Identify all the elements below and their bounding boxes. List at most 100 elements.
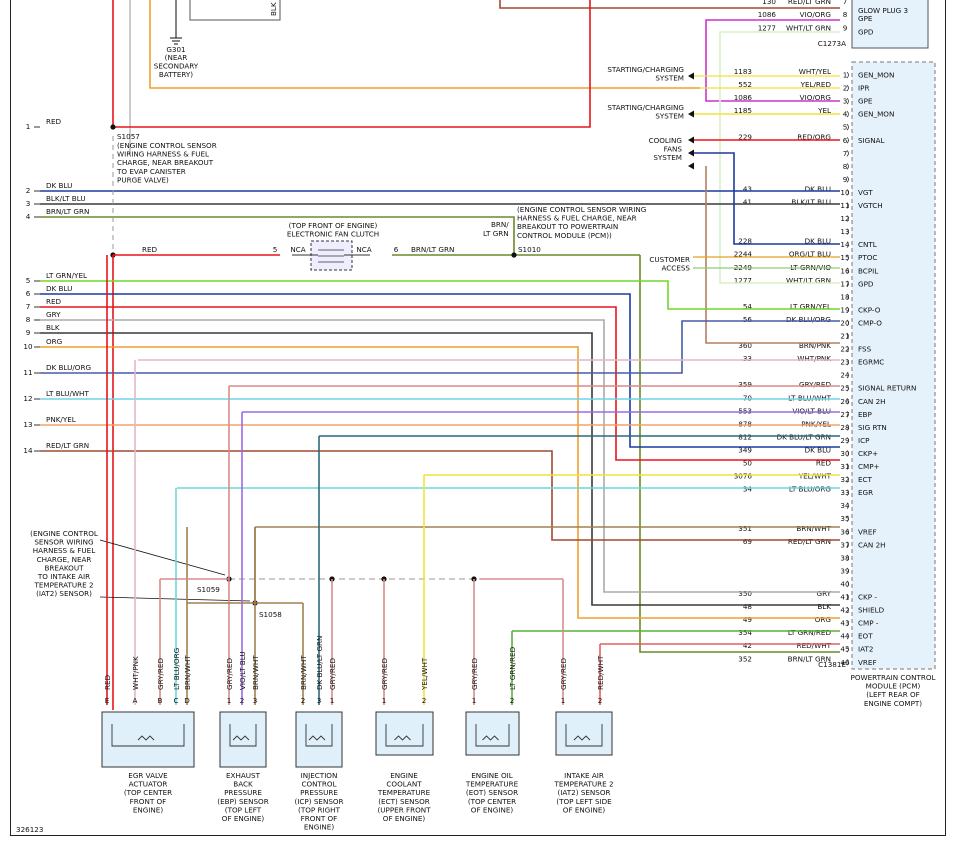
pcm-circuit-number: 553 — [738, 406, 752, 415]
figure-id: 326123 — [16, 825, 43, 834]
pcm-pin-number: 24 — [840, 371, 850, 380]
pcm-circuit-number: 49 — [743, 615, 753, 624]
pin-terminal — [846, 280, 849, 288]
pcm-pin-number: 30 — [840, 449, 850, 458]
pcm-pin-function: ECT — [858, 475, 873, 484]
pin-terminal — [846, 110, 849, 118]
pcm-circuit-number: 350 — [738, 589, 752, 598]
pcm-wire-color: DK BLU — [805, 237, 831, 246]
sensor-name: ENGINE OIL — [471, 771, 513, 780]
pcm-wire-color: YEL — [817, 106, 831, 115]
iat2-splice-desc: (ENGINE CONTROL — [30, 529, 98, 538]
arrow-icon — [688, 149, 694, 157]
ltgrn-label: LT GRN — [483, 229, 509, 238]
pcm-pin-function: GEN_MON — [858, 71, 894, 80]
ground-id: G301 — [166, 45, 185, 54]
pcm-pin-number: 4 — [843, 110, 848, 119]
pcm-circuit-number: 878 — [738, 419, 752, 428]
s1010-id: S1010 — [518, 245, 541, 254]
sensor-wire-label: YEL/WHT — [420, 657, 429, 691]
sensor-wire-label: BRN/WHT — [299, 655, 308, 690]
pin-number: 9 — [843, 23, 848, 32]
pin-terminal — [846, 371, 849, 379]
pcm-pin-function: SHIELD — [858, 606, 885, 615]
left-wire-label: DK BLU/ORG — [46, 363, 91, 372]
pcm-circuit-number: 359 — [738, 380, 752, 389]
pcm-wire-color: VIO/LT BLU — [792, 406, 831, 415]
pin-terminal — [846, 632, 849, 640]
pcm-wire-color: BLK/LT BLU — [791, 198, 831, 207]
wire-brn-pnk-22 — [705, 166, 840, 344]
left-wire-number: 2 — [26, 186, 31, 195]
pin-terminal — [846, 580, 849, 588]
pin-terminal — [846, 593, 849, 601]
pcm-pin-function: CMP-O — [858, 318, 882, 327]
pin-terminal — [846, 215, 849, 222]
nca-left: NCA — [290, 245, 305, 254]
resistor-icon — [308, 735, 326, 741]
wire-dk-blu-org-20 — [40, 320, 840, 374]
sensor-name: (TOP LEFT SIDE — [556, 797, 612, 806]
pcm-pin-function: SIGNAL — [858, 136, 885, 145]
sensor-body — [101, 711, 195, 768]
pcm-pin-number: 23 — [840, 358, 849, 367]
s1059-id: S1059 — [197, 585, 220, 594]
pcm-wire-color: WHT/PNK — [797, 354, 831, 363]
pcm-circuit-number: 2249 — [734, 263, 753, 272]
pcm-pin-function: CAN 2H — [858, 540, 886, 549]
pin-terminal — [846, 123, 849, 131]
sensor-pin: 2 — [510, 696, 515, 705]
pin-terminal — [846, 202, 849, 209]
pcm-wire-color: LT GRN/VIO — [790, 263, 831, 272]
pcm-pin-function: FSS — [858, 345, 872, 354]
pcm-connector-body — [851, 61, 936, 670]
sensor-element — [111, 724, 185, 747]
brn-label: BRN/ — [491, 220, 509, 229]
left-wire-number: 9 — [26, 328, 31, 337]
pcm-circuit-number: 41 — [743, 198, 752, 207]
fan-brn-label: BRN/LT GRN — [411, 245, 454, 254]
pcm-pin-number: 32 — [840, 475, 849, 484]
left-wire-label: DK BLU — [46, 181, 72, 190]
left-wire-number: 6 — [26, 289, 31, 298]
sensor-name: TEMPERATURE — [377, 788, 431, 797]
s1057-desc: (ENGINE CONTROL SENSOR — [117, 141, 217, 150]
pin-terminal — [846, 345, 849, 353]
pcm-pin-number: 17 — [840, 279, 849, 288]
pcm-circuit-number: 56 — [743, 315, 753, 324]
pin-terminal — [846, 476, 849, 483]
pcm-pin-number: 45 — [840, 645, 849, 654]
sensor-pin: E — [105, 696, 110, 705]
pcm-pin-number: 16 — [840, 266, 850, 275]
pcm-wire-color: RED/ORG — [797, 132, 831, 141]
pcm-pin-function: CMP - — [858, 619, 879, 628]
connector-id: C1273A — [818, 39, 846, 48]
wire-color-label: RED/LT GRN — [788, 0, 831, 6]
wire-gry-41 — [40, 319, 840, 593]
nca-right: NCA — [356, 245, 371, 254]
pcm-pin-number: 20 — [840, 318, 850, 327]
wire-vio-org — [705, 19, 840, 102]
pcm-pin-function: CNTL — [858, 240, 877, 249]
pcm-pin-function: EBP — [858, 410, 872, 419]
pcm-circuit-number: 54 — [743, 302, 753, 311]
left-wire-label: BRN/LT GRN — [46, 207, 89, 216]
pcm-circuit-number: 2244 — [734, 250, 753, 259]
pin-terminal — [846, 332, 849, 340]
pcm-pin-number: 13 — [840, 227, 849, 236]
sensor-body — [375, 711, 434, 756]
left-wire-label: DK BLU — [46, 284, 72, 293]
pcm-pin-number: 3 — [843, 97, 848, 106]
sensor-name: (ICP) SENSOR — [294, 797, 343, 806]
iat2-splice-desc: BREAKOUT — [44, 563, 84, 572]
pcm-pin-function: VREF — [858, 658, 877, 667]
pin-terminal — [846, 619, 849, 627]
pcm-label: ENGINE COMPT) — [864, 699, 922, 708]
pin-terminal — [846, 84, 849, 92]
left-wire-number: 12 — [23, 394, 32, 403]
sensor-pin: 1 — [330, 696, 335, 705]
sensor-name: (TOP RIGHT — [298, 805, 341, 814]
circuit-number: 130 — [762, 0, 776, 6]
pin-terminal — [846, 541, 849, 549]
